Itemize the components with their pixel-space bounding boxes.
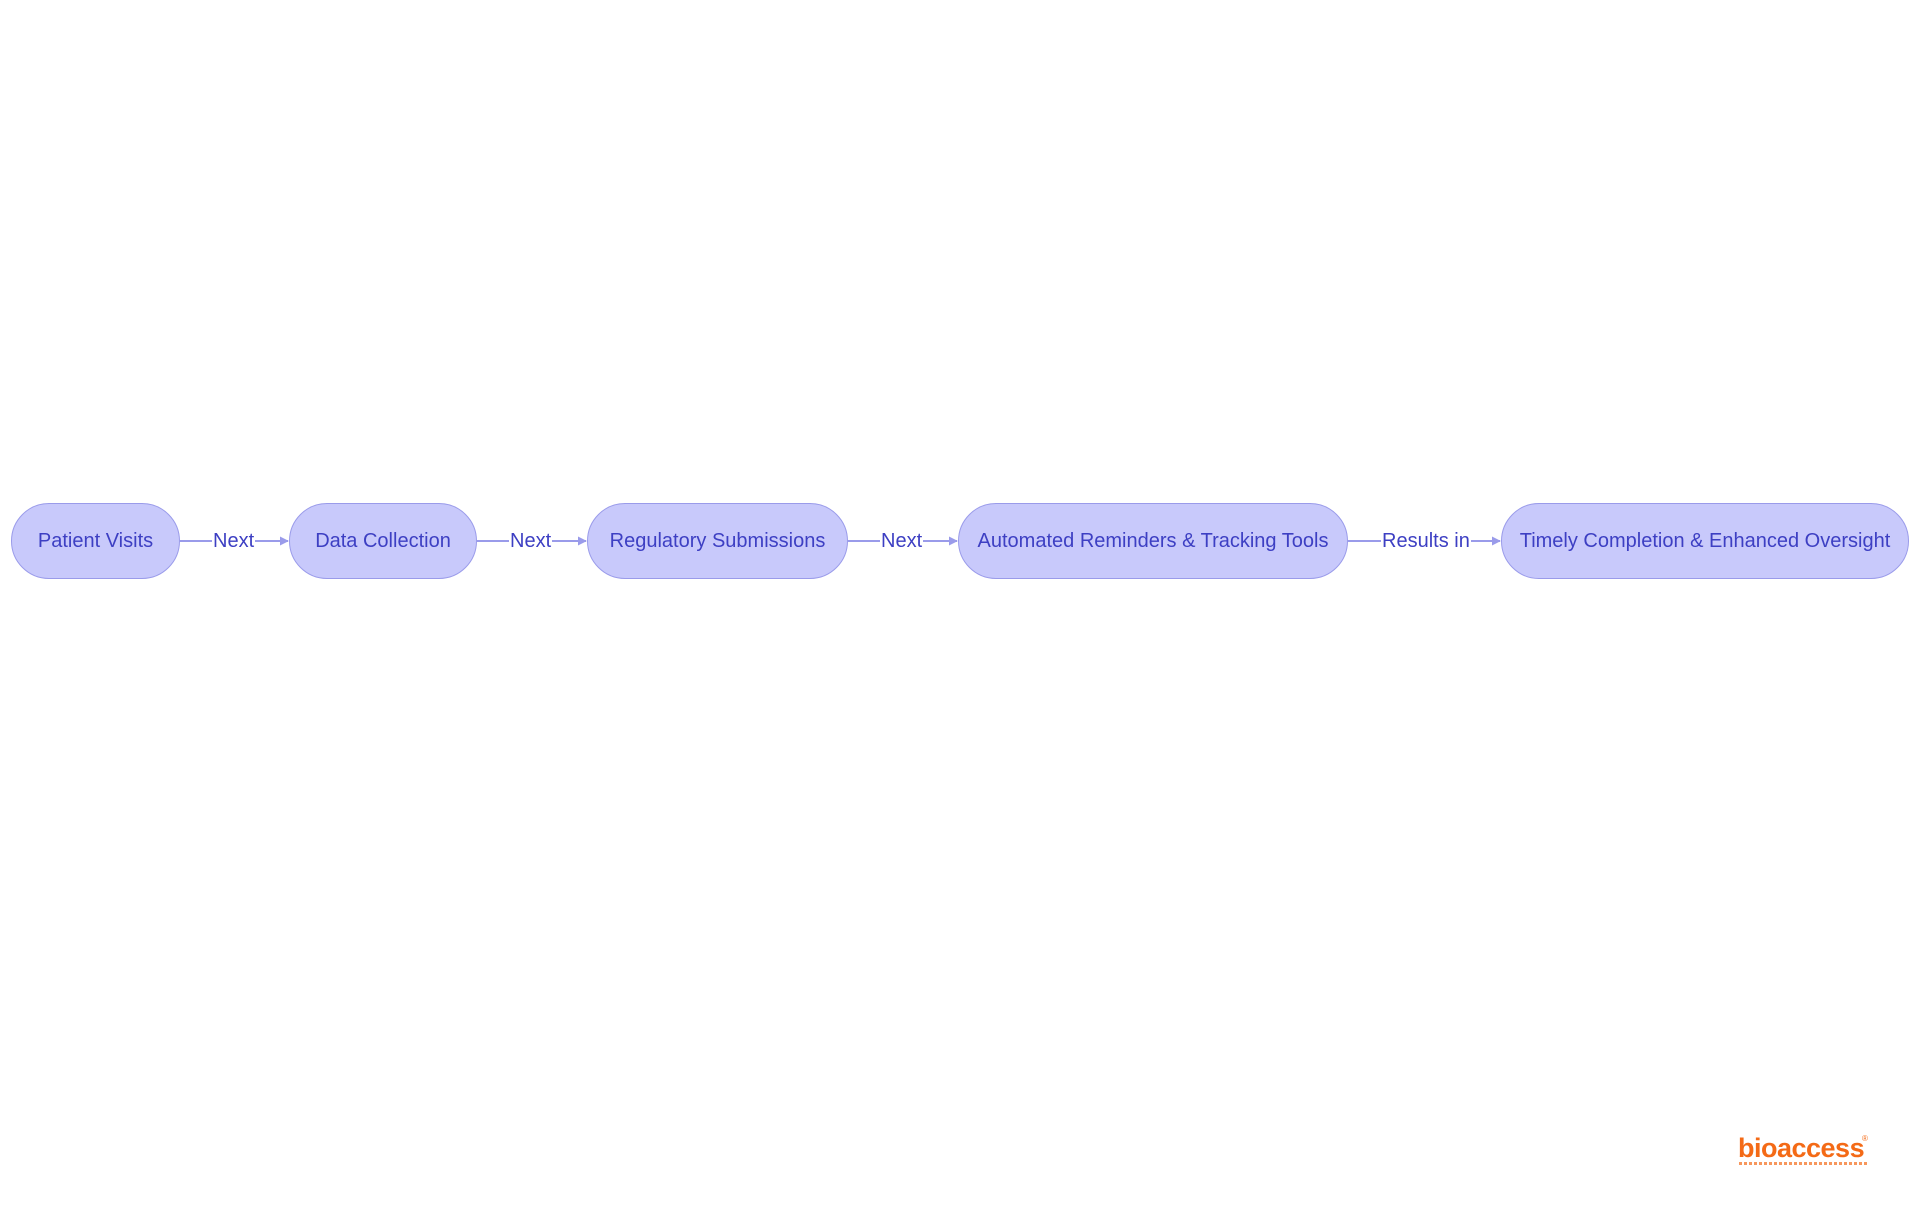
edge-label-4: Results in — [1381, 528, 1471, 554]
node-label: Patient Visits — [37, 529, 154, 552]
edge-label-3: Next — [880, 528, 924, 554]
node-label: Data Collection — [315, 529, 451, 552]
node-timely-completion: Timely Completion & Enhanced Oversight — [1501, 503, 1909, 579]
edge-label-1: Next — [212, 528, 256, 554]
node-regulatory-submissions: Regulatory Submissions — [587, 503, 848, 579]
logo-wordmark: bioaccess — [1738, 1133, 1865, 1163]
bioaccess-logo: bioaccess ® — [1738, 1134, 1870, 1170]
node-label: Regulatory Submissions — [609, 529, 826, 552]
node-data-collection: Data Collection — [289, 503, 477, 579]
node-label: Automated Reminders & Tracking Tools — [977, 529, 1329, 552]
node-label: Timely Completion & Enhanced Oversight — [1519, 529, 1891, 552]
edge-label-2: Next — [509, 528, 553, 554]
node-automated-reminders: Automated Reminders & Tracking Tools — [958, 503, 1348, 579]
registered-mark: ® — [1862, 1134, 1868, 1143]
logo-tagline-graphic — [1739, 1162, 1867, 1165]
node-patient-visits: Patient Visits — [11, 503, 180, 579]
